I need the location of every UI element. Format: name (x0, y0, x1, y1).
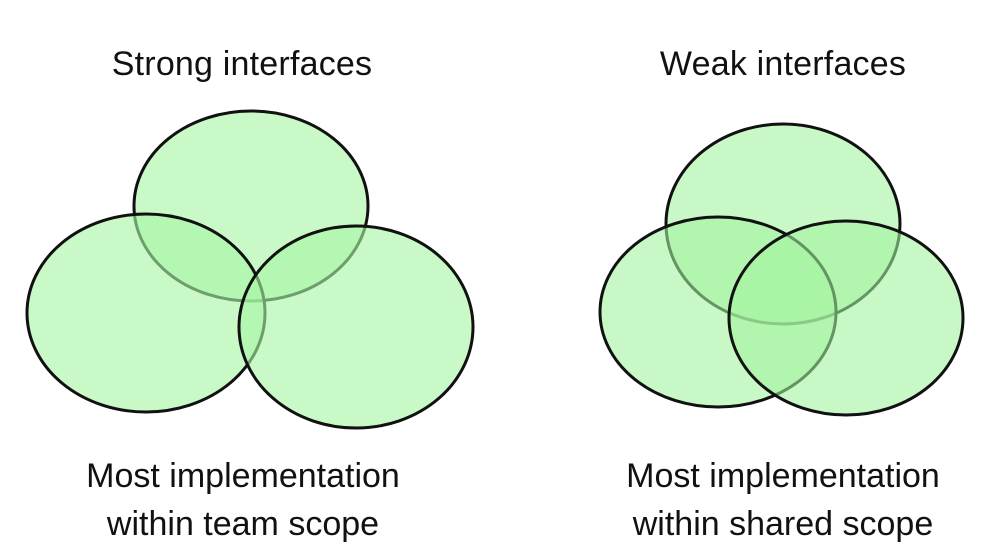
strong-interfaces-title: Strong interfaces (111, 45, 373, 83)
weak-caption-line-2: within shared scope (632, 505, 934, 543)
strong-interfaces-caption: Most implementation within team scope (0, 452, 743, 548)
strong-interfaces-panel: Strong interfaces Most implementation wi… (86, 45, 400, 543)
shared-circle-right (727, 219, 965, 417)
strong-caption-line-1: Most implementation (86, 457, 400, 495)
weak-interfaces-venn (598, 122, 965, 417)
team-circle-right (237, 224, 475, 430)
weak-caption-line-1: Most implementation (626, 457, 940, 495)
weak-interfaces-caption: Most implementation within shared scope (283, 452, 1000, 548)
weak-interfaces-panel: Weak interfaces Most implementation with… (500, 0, 1000, 553)
strong-interfaces-venn (25, 109, 475, 430)
weak-interfaces-title: Weak interfaces (659, 45, 907, 83)
strong-caption-line-2: within team scope (106, 505, 380, 543)
